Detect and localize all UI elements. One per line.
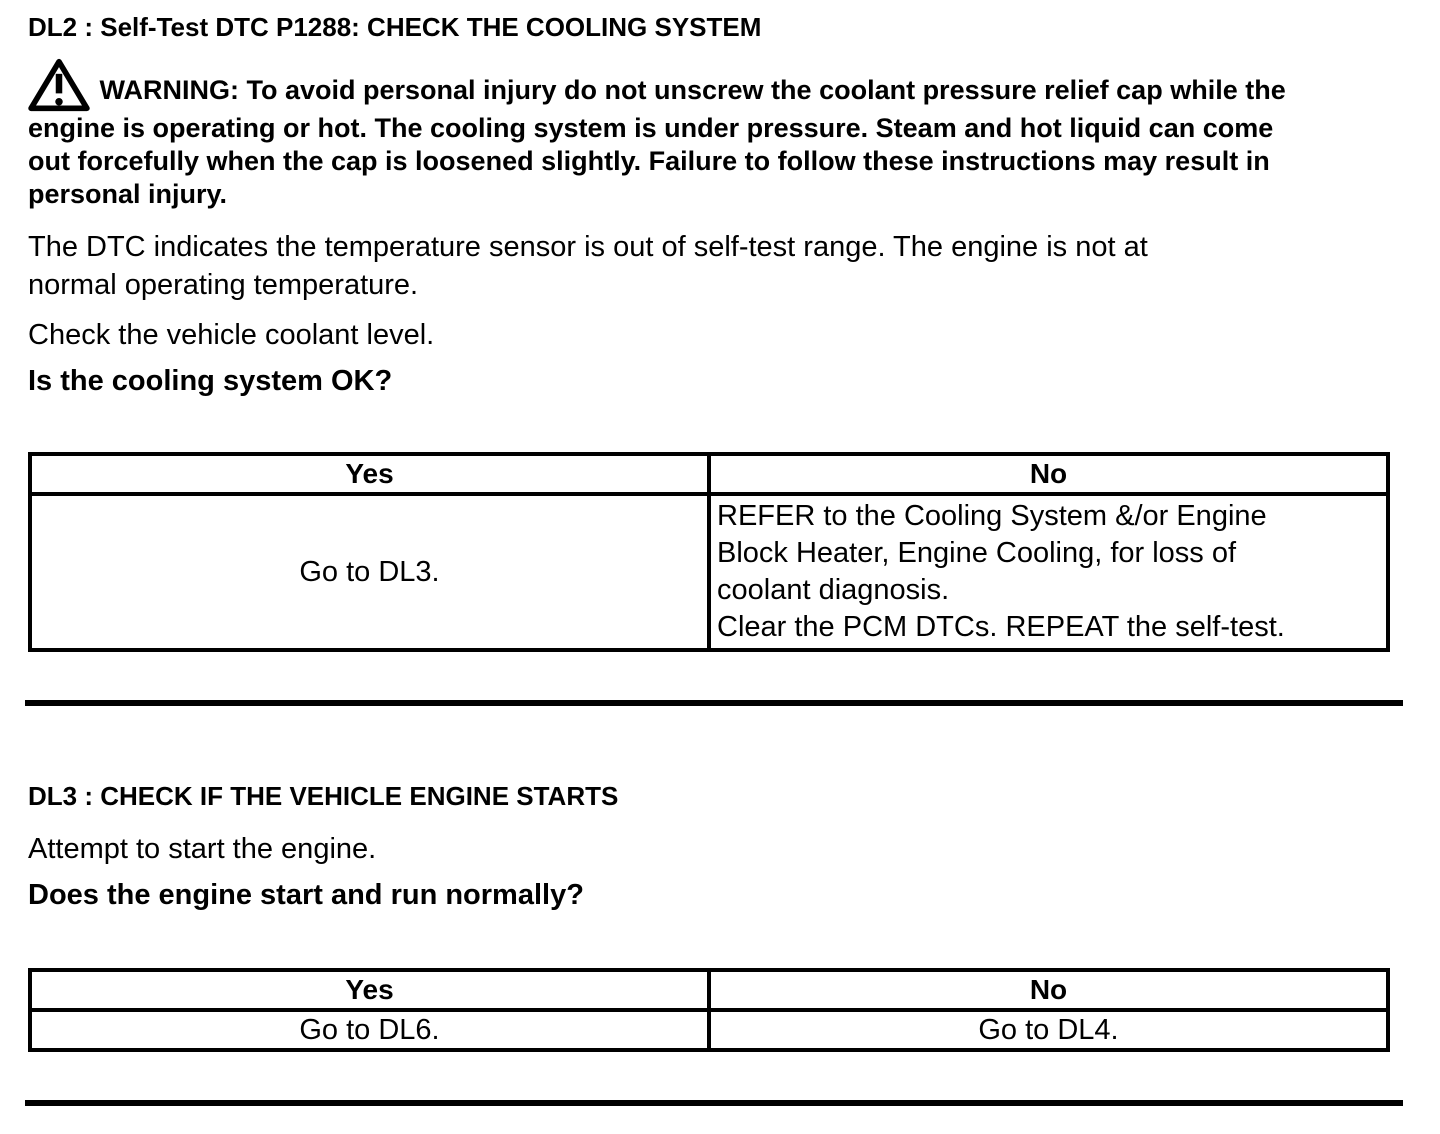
attempt-start-paragraph: Attempt to start the engine.	[28, 833, 377, 865]
no-action-text: Clear the PCM DTCs. REPEAT the self-test…	[717, 611, 1285, 643]
no-action-text: REFER to the Cooling System &/or Engine	[717, 500, 1267, 532]
paragraph-text: The DTC indicates the temperature sensor…	[28, 231, 1148, 263]
column-header-yes: Yes	[28, 452, 711, 496]
decision-table-dl3: Yes No Go to DL6. Go to DL4.	[28, 968, 1390, 1052]
table-header-row: Yes No	[28, 452, 1390, 496]
section-divider	[25, 700, 1403, 706]
column-header-yes: Yes	[28, 968, 711, 1012]
question-engine-start: Does the engine start and run normally?	[28, 879, 584, 911]
no-action-cell: Go to DL4.	[707, 1008, 1390, 1052]
warning-text: engine is operating or hot. The cooling …	[28, 113, 1274, 143]
dtc-description-paragraph: The DTC indicates the temperature sensor…	[28, 228, 1390, 304]
table-row: Go to DL3. REFER to the Cooling System &…	[28, 492, 1390, 652]
table-header-row: Yes No	[28, 968, 1390, 1012]
no-action-text: Block Heater, Engine Cooling, for loss o…	[717, 537, 1237, 569]
warning-text: WARNING: To avoid personal injury do not…	[99, 75, 1286, 105]
warning-note: WARNING: To avoid personal injury do not…	[28, 58, 1390, 211]
paragraph-text: normal operating temperature.	[28, 269, 419, 301]
decision-table-dl2: Yes No Go to DL3. REFER to the Cooling S…	[28, 452, 1390, 652]
section-dl3: DL3 : CHECK IF THE VEHICLE ENGINE STARTS…	[28, 781, 1390, 1052]
no-action-cell: REFER to the Cooling System &/or Engine …	[707, 492, 1390, 652]
section-heading-dl3: DL3 : CHECK IF THE VEHICLE ENGINE STARTS	[28, 781, 619, 811]
check-coolant-paragraph: Check the vehicle coolant level.	[28, 319, 435, 351]
no-action-text: coolant diagnosis.	[717, 574, 950, 606]
section-heading-dl2: DL2 : Self-Test DTC P1288: CHECK THE COO…	[28, 12, 762, 42]
question-cooling-system-ok: Is the cooling system OK?	[28, 365, 393, 397]
service-manual-page: DL2 : Self-Test DTC P1288: CHECK THE COO…	[0, 12, 1440, 1106]
warning-text: personal injury.	[28, 179, 228, 209]
page-end-divider	[25, 1100, 1403, 1106]
column-header-no: No	[707, 452, 1390, 496]
warning-triangle-icon	[28, 58, 100, 112]
warning-line: WARNING: To avoid personal injury do not…	[28, 58, 1390, 112]
yes-action-cell: Go to DL6.	[28, 1008, 711, 1052]
table-row: Go to DL6. Go to DL4.	[28, 1008, 1390, 1052]
section-dl2: DL2 : Self-Test DTC P1288: CHECK THE COO…	[28, 12, 1390, 652]
warning-text: out forcefully when the cap is loosened …	[28, 146, 1270, 176]
column-header-no: No	[707, 968, 1390, 1012]
yes-action-cell: Go to DL3.	[28, 492, 711, 652]
